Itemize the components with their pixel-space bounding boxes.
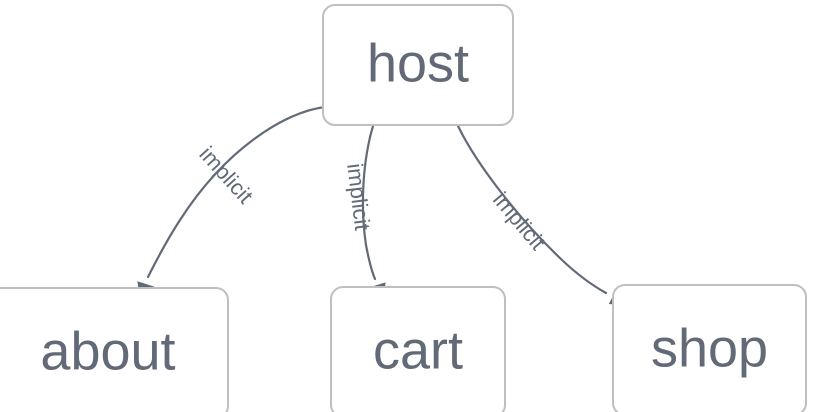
edge-label-host-cart: implicit (342, 162, 375, 232)
edge-path-host-about (146, 105, 327, 279)
edge-path-host-cart (361, 124, 377, 281)
node-label-cart: cart (373, 320, 463, 380)
node-label-host: host (367, 33, 469, 93)
node-shop[interactable]: shop (612, 284, 807, 412)
edge-label-host-shop: implicit (488, 187, 550, 255)
node-host[interactable]: host (322, 4, 514, 126)
node-label-shop: shop (651, 318, 768, 378)
edges-layer: implicit implicit implicit (131, 105, 635, 313)
edge-host-cart[interactable]: implicit (342, 124, 391, 307)
node-about[interactable]: about (0, 287, 229, 412)
edge-label-host-about: implicit (194, 142, 258, 209)
node-cart[interactable]: cart (330, 286, 506, 412)
edge-path-host-shop (456, 124, 608, 295)
edge-host-shop[interactable]: implicit (456, 124, 635, 313)
node-box-shop (612, 284, 807, 412)
nodes-layer: host about cart shop (0, 4, 807, 412)
edge-host-about[interactable]: implicit (131, 105, 327, 306)
node-label-about: about (40, 321, 175, 381)
node-box-host (322, 4, 514, 126)
node-box-cart (330, 286, 506, 412)
node-box-about (0, 287, 229, 412)
